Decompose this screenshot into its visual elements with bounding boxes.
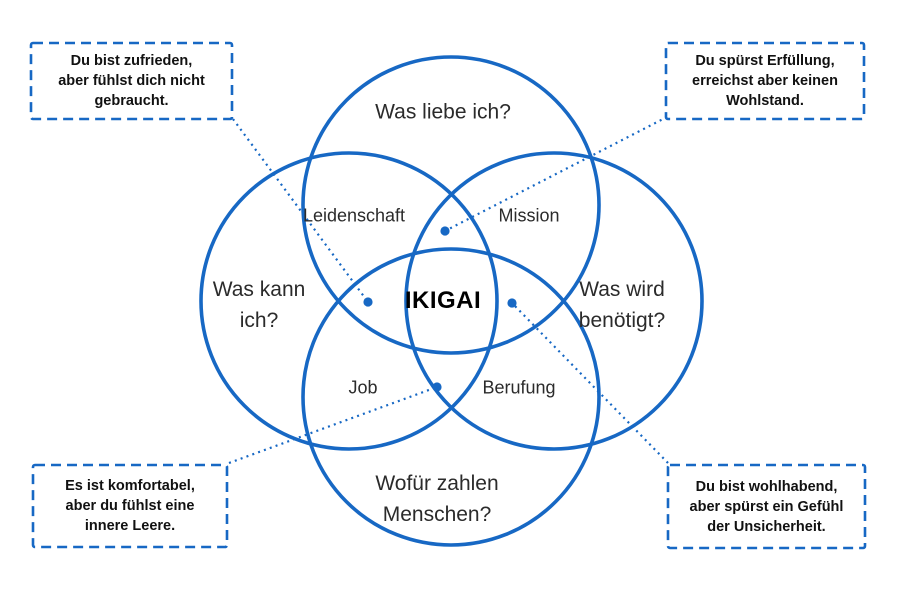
callout-text-bottom-left: Es ist komfortabel, aber du fühlst eine … bbox=[33, 465, 227, 547]
connector-line-bottom-left bbox=[228, 385, 438, 465]
overlap-label-job: Job bbox=[348, 377, 378, 398]
connector-line-bottom-right bbox=[511, 302, 669, 464]
overlap-label-mission: Mission bbox=[498, 205, 560, 226]
ikigai-center-label: IKIGAI bbox=[404, 287, 482, 314]
callout-top-right-line2: erreichst aber keinen bbox=[692, 73, 838, 89]
circle-label-needs-line1: Was wird bbox=[579, 278, 665, 301]
circle-label-paid: Wofür zahlen Menschen? bbox=[375, 468, 498, 530]
callout-top-right-line1: Du spürst Erfüllung, bbox=[695, 53, 835, 69]
intersection-dot-bottom bbox=[432, 382, 442, 392]
circle-label-skills-line1: Was kann bbox=[212, 278, 306, 301]
callout-bottom-left-line3: innere Leere. bbox=[84, 518, 176, 534]
callout-top-left-line3: gebraucht. bbox=[94, 93, 169, 109]
callout-top-left-line2: aber fühlst dich nicht bbox=[58, 73, 205, 89]
connector-line-top-right bbox=[444, 116, 668, 232]
callout-bottom-left-line1: Es ist komfortabel, bbox=[65, 478, 195, 494]
circle-label-skills-line2: ich? bbox=[239, 309, 279, 332]
overlap-label-vocation: Berufung bbox=[482, 377, 556, 398]
circle-label-needs-line2: benötigt? bbox=[578, 309, 666, 332]
circle-label-needs: Was wird benötigt? bbox=[579, 274, 665, 336]
callout-box-top-right bbox=[664, 41, 866, 121]
callout-bottom-right-line1: Du bist wohlhabend, bbox=[695, 478, 838, 495]
circle-skills bbox=[199, 151, 499, 451]
circle-label-love: Was liebe ich? bbox=[375, 97, 511, 128]
callout-text-top-right: Du spürst Erfüllung, erreichst aber kein… bbox=[666, 43, 864, 119]
callout-bottom-left-line2: aber du fühlst eine bbox=[65, 498, 195, 514]
callout-text-top-left: Du bist zufrieden, aber fühlst dich nich… bbox=[31, 43, 232, 119]
callout-text-bottom-right: Du bist wohlhabend, aber spürst ein Gefü… bbox=[668, 465, 865, 548]
intersection-dot-left bbox=[363, 297, 373, 307]
circle-paid bbox=[301, 247, 601, 547]
intersection-dot-right bbox=[507, 298, 517, 308]
circle-label-paid-line1: Wofür zahlen bbox=[375, 472, 499, 495]
circle-label-skills: Was kann ich? bbox=[213, 274, 306, 336]
circle-label-paid-line2: Menschen? bbox=[382, 503, 492, 526]
circle-needs bbox=[404, 151, 704, 451]
overlap-label-passion: Leidenschaft bbox=[302, 205, 406, 226]
connector-line-top-left bbox=[232, 118, 369, 303]
circle-love bbox=[301, 55, 601, 355]
callout-box-top-left bbox=[29, 41, 234, 121]
callout-bottom-right-line3: der Unsicherheit. bbox=[707, 518, 826, 535]
callout-top-right-line3: Wohlstand. bbox=[726, 93, 804, 109]
callout-box-bottom-right bbox=[666, 463, 867, 550]
circle-label-love-line1: Was liebe ich? bbox=[375, 100, 511, 124]
callout-box-bottom-left bbox=[31, 463, 229, 549]
callout-bottom-right-line2: aber spürst ein Gefühl bbox=[689, 498, 844, 515]
callout-top-left-line1: Du bist zufrieden, bbox=[70, 53, 193, 69]
intersection-dot-top bbox=[440, 226, 450, 236]
